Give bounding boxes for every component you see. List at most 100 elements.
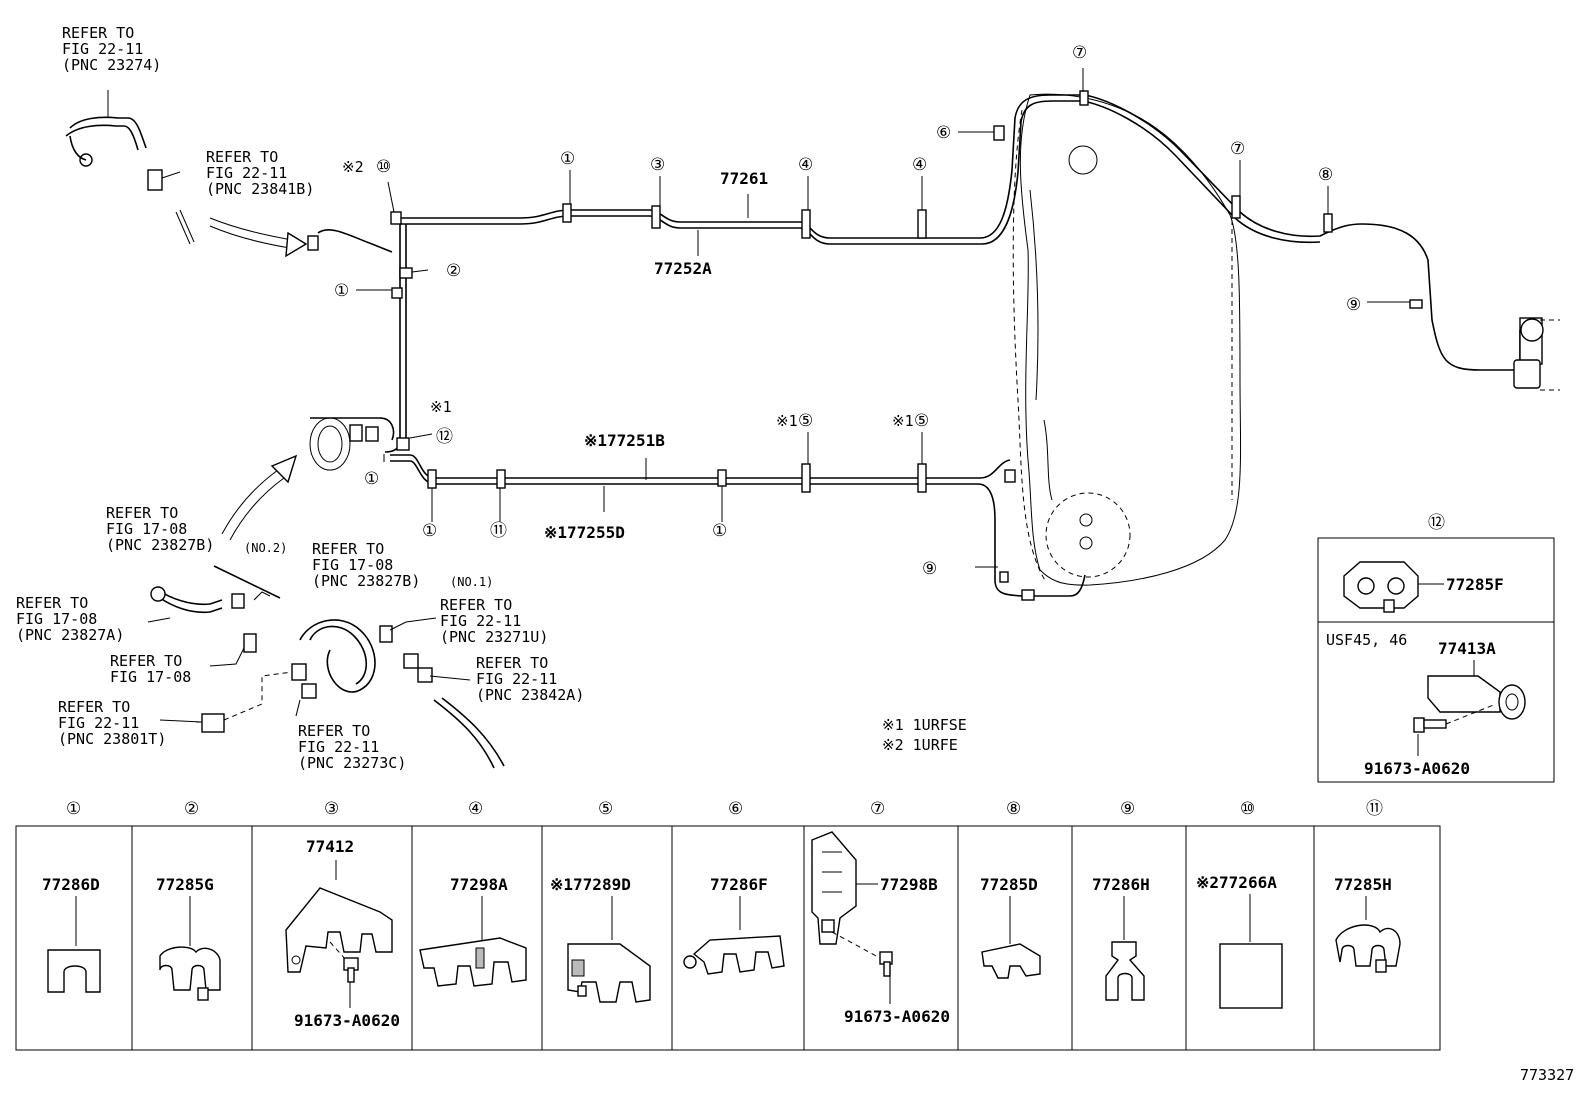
callout-9b: ⑨ [922, 559, 937, 579]
table-part-77286d: 77286D [42, 875, 100, 894]
clamp-77286f-drawing [683, 935, 785, 975]
clamp-77298a-drawing [419, 937, 527, 987]
note-s1-near-5a: ※1 [776, 412, 798, 430]
table-col-9: ⑨ [1120, 799, 1135, 819]
table-col-7: ⑦ [870, 799, 885, 819]
legend-s2: ※2 1URFE [882, 736, 958, 754]
box12-bolt: 91673-A0620 [1364, 759, 1470, 778]
callout-6: ⑥ [936, 123, 951, 143]
callout-10: ⑩ [376, 157, 391, 177]
table-part-77412: 77412 [306, 837, 354, 856]
bracket-77298b-drawing [811, 831, 857, 945]
callout-7a: ⑦ [1072, 43, 1087, 63]
bolt-col3 [343, 957, 359, 983]
part-77255d: ※177255D [544, 523, 625, 542]
table-col-10: ⑩ [1240, 799, 1255, 819]
ref-note-no2: (NO.2) [244, 541, 287, 555]
top-left-hose [65, 90, 195, 245]
callout-1b: ① [334, 281, 349, 301]
legend-s1: ※1 1URFSE [882, 716, 967, 734]
table-col-3: ③ [324, 799, 339, 819]
callout-1a: ① [560, 149, 575, 169]
table-part-77266a: ※277266A [1196, 873, 1277, 892]
table-bolt-col3: 91673-A0620 [294, 1011, 400, 1030]
table-part-77298a: 77298A [450, 875, 508, 894]
bottom-left-parts [150, 565, 505, 769]
fuel-tank-outline [1012, 93, 1242, 586]
part-77261: 77261 [720, 169, 768, 188]
table-col-2: ② [184, 799, 199, 819]
callout-9a: ⑨ [1346, 295, 1361, 315]
upper-fuel-line [400, 94, 1521, 371]
table-part-77285d: 77285D [980, 875, 1038, 894]
callout-11a: ⑪ [490, 521, 507, 541]
main-callouts: ① ③ ④ ④ ⑥ ⑦ ⑦ ⑧ ⑨ ⑩ ② ① ⑫ ① ⑤ ⑤ ① ⑪ ① ⑨ [334, 43, 1361, 579]
leader-lines [147, 68, 1410, 723]
line-clamps [390, 90, 1423, 601]
bracket-77413a-drawing [1427, 675, 1526, 720]
table-col-4: ④ [468, 799, 483, 819]
parts-table: ① ② ③ ④ ⑤ ⑥ ⑦ ⑧ ⑨ ⑩ ⑪ 77286D 77285G 7741… [15, 799, 1441, 1051]
callout-3: ③ [650, 155, 665, 175]
part-77252a: 77252A [654, 259, 712, 278]
callout-2: ② [446, 261, 461, 281]
callout-12a: ⑫ [436, 427, 453, 447]
clip-77285g-drawing [159, 946, 221, 1001]
callout-8: ⑧ [1318, 165, 1333, 185]
table-col-8: ⑧ [1006, 799, 1021, 819]
table-col-1: ① [66, 799, 81, 819]
note-s1-near-12: ※1 [430, 398, 452, 416]
table-part-77285h: 77285H [1334, 875, 1392, 894]
table-bolt-col7: 91673-A0620 [844, 1007, 950, 1026]
callout-5a: ⑤ [798, 411, 813, 431]
box12-part-77285f: 77285F [1446, 575, 1504, 594]
table-part-77285g: 77285G [156, 875, 214, 894]
table-col-11: ⑪ [1366, 799, 1383, 819]
callout-1c: ① [364, 469, 379, 489]
clamp-77285d-drawing [981, 943, 1041, 979]
table-part-77286f: 77286F [710, 875, 768, 894]
right-connector [1513, 317, 1560, 391]
detail-box-12: ⑫ 77285F USF45, 46 77413A 91673-A0620 [1317, 513, 1555, 783]
clip-77286h-drawing [1105, 941, 1145, 1001]
figure-id: 773327 [1520, 1066, 1574, 1084]
assembly-arrows [209, 217, 308, 541]
sheet-77266a-drawing [1219, 943, 1283, 1009]
callout-4a: ④ [798, 155, 813, 175]
note-s2-near-10: ※2 [342, 158, 364, 176]
variant-legend: ※1 1URFSE ※2 1URFE [882, 716, 967, 754]
bracket-77412-drawing [285, 887, 393, 973]
part-77251b: ※177251B [584, 431, 665, 450]
ref-note-no1: (NO.1) [450, 575, 493, 589]
note-s1-near-5b: ※1 [892, 412, 914, 430]
table-part-77289d: ※177289D [550, 875, 631, 894]
callout-1e: ① [712, 521, 727, 541]
callout-7b: ⑦ [1230, 139, 1245, 159]
callout-4b: ④ [912, 155, 927, 175]
clip-77285f-drawing [1343, 561, 1419, 613]
clamp-77289d-drawing [567, 943, 651, 1003]
box12-callout: ⑫ [1428, 513, 1445, 533]
clip-77285h-drawing [1335, 924, 1401, 973]
box12-part-77413a: 77413A [1438, 639, 1496, 658]
bolt-col7 [879, 951, 893, 977]
table-col-5: ⑤ [598, 799, 613, 819]
table-part-77286h: 77286H [1092, 875, 1150, 894]
table-part-77298b: 77298B [880, 875, 938, 894]
callout-1d: ① [422, 521, 437, 541]
left-hose-assembly [307, 229, 395, 471]
main-part-labels: 77261 77252A ※177251B ※177255D ※2 ※1 ※1 … [342, 158, 914, 542]
box12-variant: USF45, 46 [1326, 631, 1407, 649]
table-col-6: ⑥ [728, 799, 743, 819]
clip-77286d-drawing [47, 949, 101, 993]
callout-5b: ⑤ [914, 411, 929, 431]
